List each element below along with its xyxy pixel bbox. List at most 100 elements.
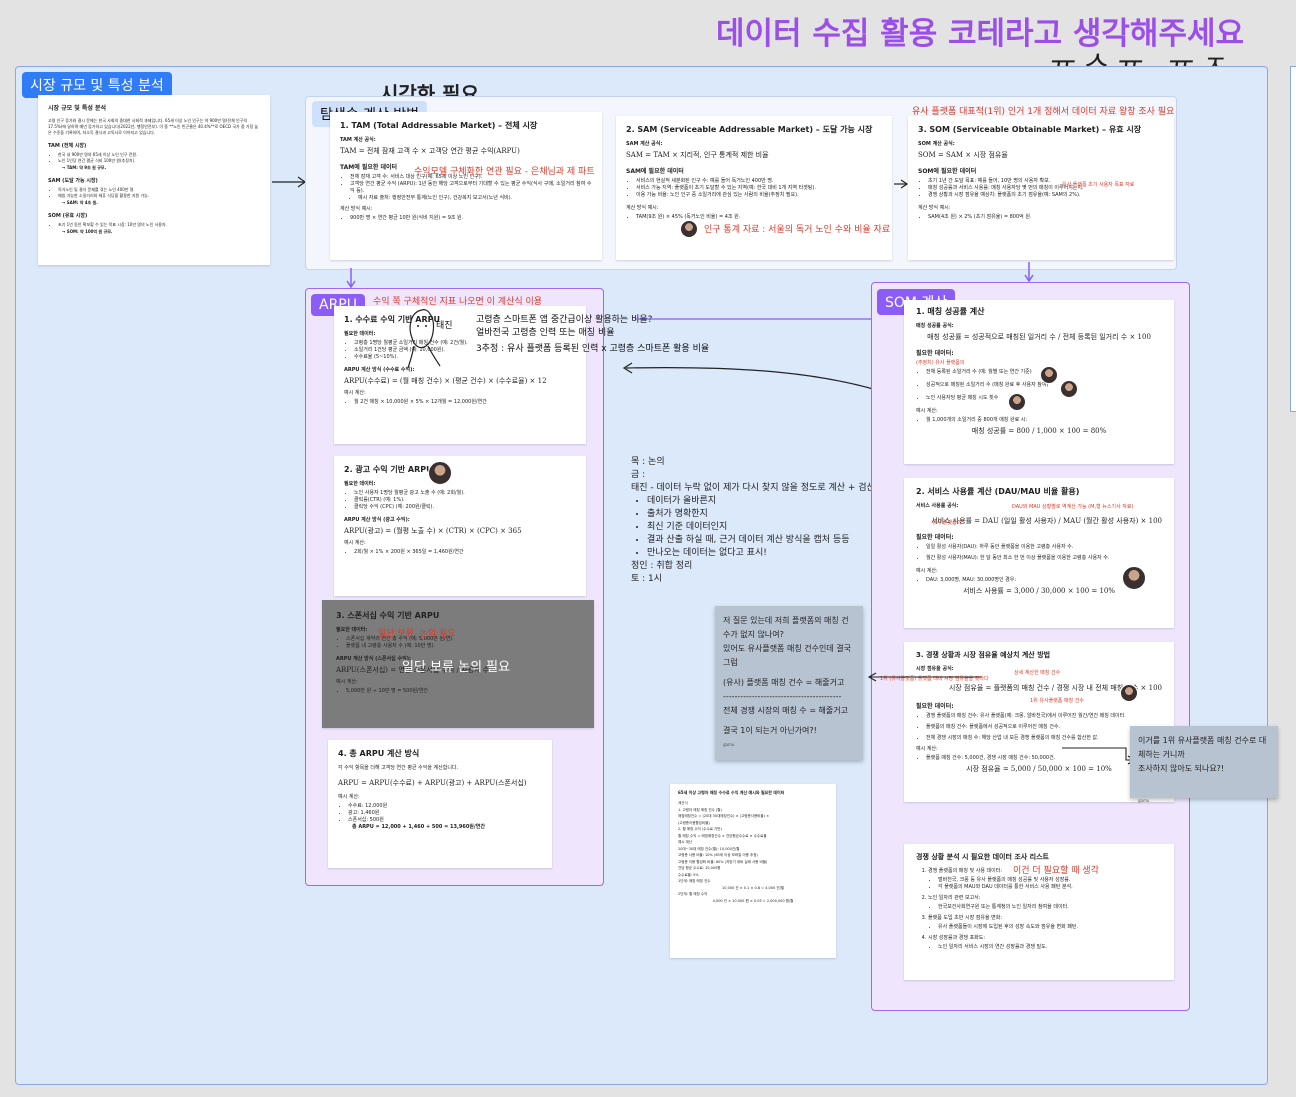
competition-data-card[interactable]: 경쟁 상황 분석 시 필요한 데이터 조사 리스트 경쟁 플랫폼의 매칭 및 사… — [904, 844, 1174, 980]
user-avatar-icon — [428, 461, 452, 485]
sam-need: SAM에 필요한 데이터 — [626, 168, 684, 175]
partial-right-frame — [1290, 66, 1296, 412]
down-arrow-icon — [346, 268, 356, 289]
tam-card[interactable]: 1. TAM (Total Addressable Market) – 전체 시… — [330, 112, 602, 260]
document-intro: 고령 인구 증가와 결시 문제는 한국 사회의 중대한 사회적 과제입니다. 6… — [48, 118, 259, 135]
list-item: 900만 명 × 연간 평균 10만 원(식비 지원) = 9조 원. — [350, 215, 592, 222]
sticky-author: gamu — [1138, 798, 1150, 803]
user-avatar-icon — [1122, 566, 1146, 590]
tam-need: TAM에 필요한 데이터 — [340, 164, 398, 171]
list-item: 전체 잠재 고객 수: 서비스 대상 인구(예: 65세 이상 노인 인구). — [350, 174, 592, 181]
arpu-sponsor-card[interactable]: 3. 스폰서십 수익 기반 ARPU 필요한 데이터: 스폰서십 계약의 연간 … — [322, 600, 594, 728]
arpu-total-card[interactable]: 4. 총 ARPU 계산 방식 각 수익 항목을 더해 고객당 연간 평균 수익… — [328, 740, 552, 868]
mini-doc-line: 건당 평균 수수료: 10,000원 — [678, 866, 721, 870]
som-formula-label: SOM 계산 공식: — [918, 141, 955, 147]
market-share-formula-label: 시장 점유율 공식: — [916, 666, 954, 672]
competition-data-note: 이건 더 필요할 때 생각 — [1013, 866, 1099, 876]
list-item: 매칭 가능한 소일거리와 제휴 식당을 활용한 지원 가능. — [58, 193, 260, 199]
arpu-sponsor-note: 일단 보류, 논의 필요 — [378, 629, 456, 639]
sam-formula: SAM = TAM × 지리적, 인구 통계적 제한 비율 — [626, 151, 769, 159]
arpu-total-desc: 각 수익 항목을 더해 고객당 연간 평균 수익을 계산합니다. — [338, 765, 459, 771]
mini-doc-line: 계산식 — [678, 801, 688, 805]
mini-doc-line: 예시 계산 — [678, 840, 692, 844]
list-item: SAM(4조 원) × 2% (초기 점유율) = 800억 원. — [928, 214, 1164, 221]
meeting-bullet: 만나오는 데이터는 없다고 표시! — [647, 547, 875, 560]
matching-rate-card[interactable]: 1. 매칭 성공률 계산 매칭 성공률 공식: 매칭 성공률 = 성공적으로 매… — [904, 300, 1174, 464]
list-item: 플랫폼 도입 초반 시장 점유율 변화: — [928, 915, 1162, 922]
list-item: 서비스 가능 지역: 플랫폼이 초기 도달할 수 있는 지역(예: 한국 대비 … — [636, 185, 882, 192]
som-need: SOM에 필요한 데이터 — [918, 168, 977, 175]
list-item: 수수료: 12,000원 — [348, 803, 542, 810]
usage-rate-formula-label: 서비스 사용률 공식: — [916, 503, 959, 509]
list-item: 노인 일자리 관련 보고서: — [928, 895, 1162, 902]
sticky-line: 조사하지 않아도 되나요?! — [1138, 764, 1225, 773]
sticky-line: 전체 경쟁 시장의 매칭 수 = 해줄거고 — [723, 706, 848, 715]
list-item: 독거노인 및 결식 문제를 겪는 노인 400만 명. — [58, 187, 260, 193]
list-item: 노인 사용자 1명당 월평균 광고 노출 수 (예: 2회/월). — [354, 490, 576, 497]
market-share-card[interactable]: 3. 경쟁 상황과 시장 점유율 예상치 계산 방법 시장 점유율 공식: 시장… — [904, 642, 1174, 802]
market-analysis-label[interactable]: 시장 규모 및 특성 분석 — [22, 72, 172, 98]
arrow-to-sticky-icon — [1062, 747, 1137, 765]
mini-doc-line: 고령층 사용 비율: 10% (65세 이상 모바일 이용 추정) — [678, 853, 758, 857]
mini-doc-line: 20대~30대 매칭 건수(월): 10,000건/월 — [678, 846, 740, 851]
list-item: 플랫폼 매칭 건수: 5,000건, 경쟁 시장 매칭 건수: 50,000건. — [926, 755, 1162, 762]
usage-rate-card[interactable]: 2. 서비스 사용률 계산 (DAU/MAU 비율 활용) 서비스 사용률 공식… — [904, 478, 1174, 628]
document-title: 시장 규모 및 특성 분석 — [48, 105, 107, 112]
tam-note: 수익모델 구체화한 연관 필요 - 은채님과 제 파트 — [414, 167, 595, 177]
sam-card[interactable]: 2. SAM (Serviceable Addressable Market) … — [616, 116, 892, 260]
arpu-commission-title: 1. 수수료 수익 기반 ARPU — [344, 315, 440, 324]
arpu-commission-formula-label: ARPU 계산 방식 (수수료 수익): — [344, 367, 415, 373]
meeting-line: 목 : 논의 — [631, 457, 665, 467]
mini-doc-line: 월 매칭 수익 = 매칭매칭건수 × 건당평균수수료 × 수수료율 — [678, 833, 767, 838]
meeting-notes[interactable]: 목 : 논의 금 : 태진 - 데이터 누락 없이 제가 다시 찾지 않을 정도… — [631, 456, 875, 586]
list-item: 이용 가능 비율: 노인 인구 중 소일거리에 관심 있는 사람의 비율(추정치… — [636, 192, 882, 199]
arpu-ad-example-label: 예시 계산: — [344, 540, 366, 546]
arpu-sponsor-overlay-text: 일단 보류 논의 필요 — [402, 660, 511, 675]
list-item: 고객당 연간 평균 수익 (ARPU): 1년 동안 해당 고객으로부터 기대할… — [350, 181, 592, 195]
list-item: 스폰서십 계약의 연간 총 수익 (예: 5,000만 원/연). — [346, 636, 580, 643]
som-card[interactable]: 3. SOM (Serviceable Obtainable Market) –… — [908, 116, 1174, 260]
arpu-sponsor-need: 필요한 데이터: — [336, 627, 368, 633]
question-sticky-note-2[interactable]: 이거를 1위 유사플랫폼 매칭 건수로 대 체하는 거니까 조사하지 않아도 되… — [1130, 726, 1278, 803]
som-formula: SOM = SAM × 시장 점유율 — [918, 151, 1008, 159]
usage-rate-title: 2. 서비스 사용률 계산 (DAU/MAU 비율 활용) — [916, 487, 1080, 496]
list-item: 광고: 1,460원 — [348, 810, 542, 817]
usage-rate-example-label: 예시 계산: — [916, 568, 938, 574]
sam-heading: SAM (도달 가능 시장) — [48, 178, 98, 184]
list-item: DAU: 3,000명, MAU: 30,000명인 경우: — [926, 577, 1162, 584]
list-item: 전체 등록된 소일거리 수 (예: 월별 또는 연간 기준) — [926, 369, 1162, 376]
tam-example-label: 계산 방식 예시: — [340, 206, 373, 212]
question-sticky-note[interactable]: 저 질문 있는데 저희 플랫폼의 매칭 건 수가 없지 않나여? 있어도 유사플… — [715, 606, 863, 760]
arpu-ad-card[interactable]: 2. 광고 수익 기반 ARPU 필요한 데이터: 노인 사용자 1명당 월평균… — [334, 456, 586, 596]
matching-rate-title: 1. 매칭 성공률 계산 — [916, 307, 985, 316]
list-item: 매칭 성공률과 서비스 사용률: 매칭 사용자당 몇 번의 매칭이 이루어지는지… — [928, 185, 1164, 192]
matching-rate-need: 필요한 데이터: — [916, 350, 954, 357]
sticky-line: 있어도 유사플랫폼 매칭 건수인데 결국 — [723, 644, 851, 653]
meeting-line: 정인 : 취합 정리 — [631, 561, 693, 571]
sticky-line: 결국 1이 되는거 아닌가여?! — [723, 726, 817, 735]
user-avatar-icon — [680, 220, 698, 238]
arrow-to-sticky-icon — [867, 672, 982, 682]
list-item: 초기 1년 간 도달 목표: 예를 들어, 10만 명의 사용자 확보. — [928, 178, 1164, 185]
list-item: 한국보건사회연구원 또는 통계청의 노인 일자리 참여율 데이터. — [938, 904, 1162, 911]
hand-drawn-face-icon — [407, 309, 441, 369]
usage-rate-note: DAU와 MAU 상황별로 역계산 가능 (M,형 뉴스기사 자료) — [1012, 504, 1134, 510]
list-item: 소일거리 1건당 평균 금액 (예: 10,000원). — [354, 347, 576, 354]
market-analysis-document[interactable]: 시장 규모 및 특성 분석 고령 인구 증가와 결시 문제는 한국 사회의 중대… — [38, 95, 270, 265]
som-title: 3. SOM (Serviceable Obtainable Market) –… — [918, 125, 1142, 134]
tam-title: 1. TAM (Total Addressable Market) – 전체 시… — [340, 121, 538, 130]
mini-doc-line: 매칭매칭건수 = (20대 30대매칭건수) × (고령층사용비율) × — [678, 814, 770, 818]
sam-result: → SAM: 약 4조 원. — [62, 200, 98, 205]
handwritten-name: 태진 — [436, 321, 453, 331]
mini-doc-line: 4,000 건 × 10,000 원 × 0.05 = 2,000,000 원/… — [712, 898, 794, 903]
list-item: 각 플랫폼의 MAU와 DAU 데이터를 통한 서비스 사용 패턴 분석. — [938, 884, 1162, 891]
sticky-line: 이거를 1위 유사플랫폼 매칭 건수로 대 — [1138, 736, 1267, 745]
list-item: 클릭률(CTR) (예: 1%). — [354, 497, 576, 504]
sticky-line: ----------------------------------------… — [723, 692, 842, 701]
list-item: 5,000만 원 ÷ 10만 명 = 500원/연간 — [346, 688, 580, 695]
arpu-commission-card[interactable]: 1. 수수료 수익 기반 ARPU 필요한 데이터: 고령층 1명당 월평균 소… — [334, 306, 586, 444]
mini-doc-line: 수수료율: 5% — [678, 872, 699, 877]
list-item: 월간 활성 사용자(MAU): 한 달 동안 최소 한 번 이상 플랫폼을 이용… — [926, 555, 1162, 562]
sticky-line: 그럼 — [723, 658, 738, 667]
